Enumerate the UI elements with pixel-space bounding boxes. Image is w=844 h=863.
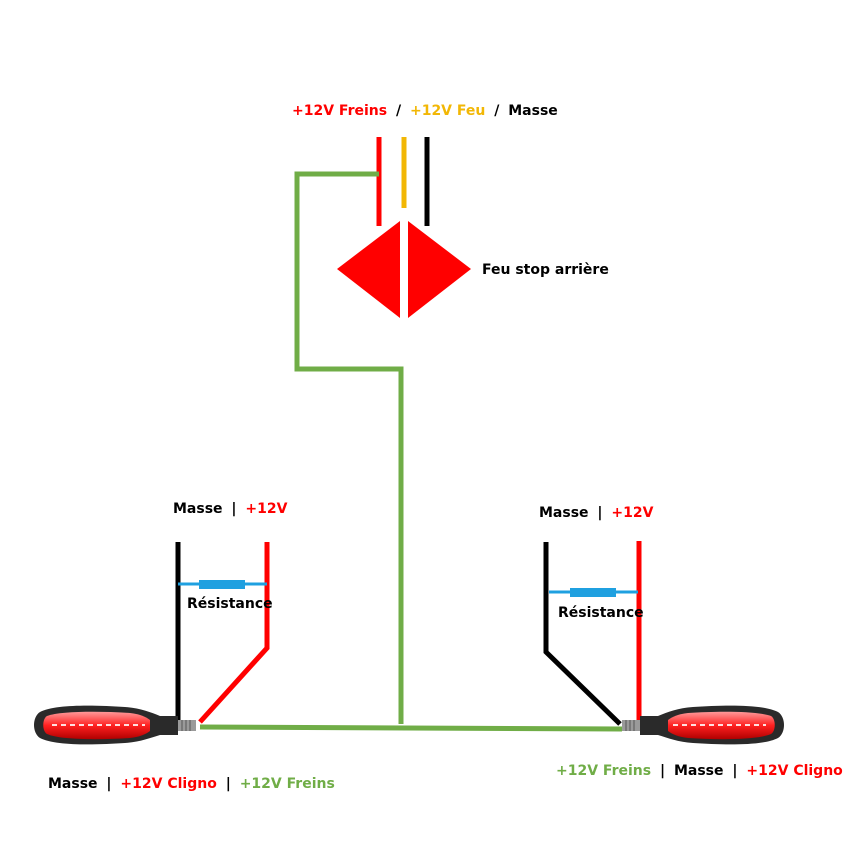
right-bottom-label: +12V Freins | Masse | +12V Cligno bbox=[556, 763, 843, 779]
left-brake-label: +12V Freins bbox=[240, 776, 335, 792]
left-bottom-label: Masse | +12V Cligno | +12V Freins bbox=[48, 776, 335, 792]
separator: | bbox=[597, 505, 602, 521]
green-brake-wire-main bbox=[199, 724, 623, 732]
right-resistor-label: Résistance bbox=[558, 605, 644, 621]
green-brake-wire-loop bbox=[294, 171, 404, 724]
separator: / bbox=[396, 103, 402, 119]
right-resistor bbox=[549, 588, 638, 597]
left-positive-wire bbox=[198, 542, 270, 724]
right-ground-label: Masse bbox=[674, 763, 724, 779]
diamond-lamp-icon bbox=[337, 221, 471, 318]
separator: | bbox=[226, 776, 231, 792]
left-ground-label: Masse bbox=[173, 501, 223, 517]
light-wire-label: +12V Feu bbox=[410, 103, 485, 119]
stop-light-name: Feu stop arrière bbox=[482, 262, 609, 278]
separator: | bbox=[660, 763, 665, 779]
left-ground-label: Masse bbox=[48, 776, 98, 792]
separator: | bbox=[231, 501, 236, 517]
separator: | bbox=[732, 763, 737, 779]
separator: | bbox=[106, 776, 111, 792]
turn-signal-icon bbox=[34, 705, 196, 745]
left-resistor bbox=[178, 580, 267, 589]
left-resistor-label: Résistance bbox=[187, 596, 273, 612]
right-top-label: Masse | +12V bbox=[539, 505, 654, 521]
turn-signal-icon bbox=[622, 705, 784, 745]
left-top-label: Masse | +12V bbox=[173, 501, 288, 517]
right-blink-label: +12V Cligno bbox=[746, 763, 843, 779]
right-ground-wire bbox=[543, 542, 622, 726]
right-positive-label: +12V bbox=[611, 505, 653, 521]
brake-wire-label: +12V Freins bbox=[292, 103, 387, 119]
separator: / bbox=[494, 103, 500, 119]
left-blink-label: +12V Cligno bbox=[120, 776, 217, 792]
ground-wire-label: Masse bbox=[508, 103, 558, 119]
stop-light-wire-label: +12V Freins / +12V Feu / Masse bbox=[292, 103, 558, 119]
right-ground-label: Masse bbox=[539, 505, 589, 521]
right-brake-label: +12V Freins bbox=[556, 763, 651, 779]
left-positive-label: +12V bbox=[245, 501, 287, 517]
